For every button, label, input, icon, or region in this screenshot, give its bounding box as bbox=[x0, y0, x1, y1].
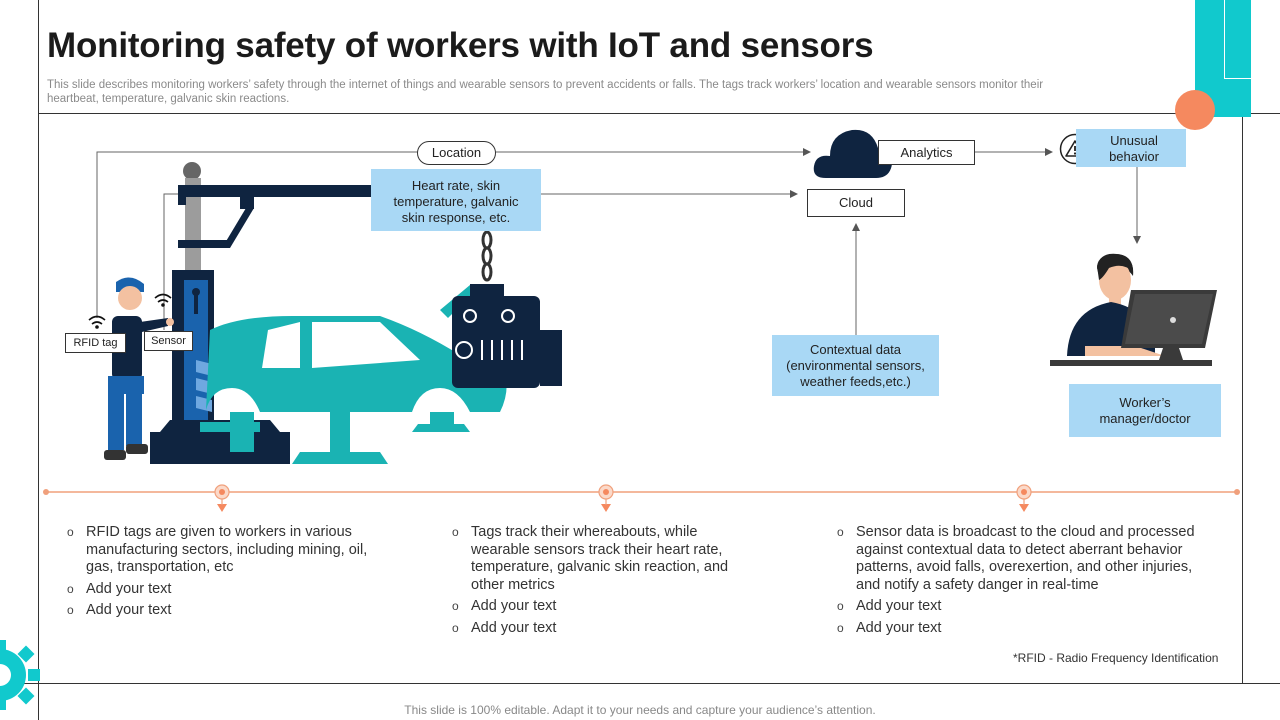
crane-graphic bbox=[178, 162, 378, 278]
rfid-tag-label: RFID tag bbox=[65, 333, 126, 353]
frame-left-line bbox=[38, 0, 39, 720]
lift-column bbox=[150, 270, 290, 464]
list-item: Add your text bbox=[452, 598, 752, 616]
cloud-icon bbox=[813, 129, 893, 178]
list-item: Add your text bbox=[67, 581, 387, 599]
worker-graphic bbox=[104, 277, 174, 460]
manager-illustration bbox=[1050, 253, 1217, 366]
list-item: Sensor data is broadcast to the cloud an… bbox=[837, 524, 1217, 594]
sensor-label: Sensor bbox=[144, 331, 193, 351]
car-graphic bbox=[200, 315, 507, 464]
header-divider bbox=[38, 113, 1280, 114]
analytics-label: Analytics bbox=[878, 140, 975, 165]
rfid-footnote: *RFID - Radio Frequency Identification bbox=[1013, 651, 1219, 665]
factory-illustration bbox=[88, 162, 562, 464]
contextual-data-box: Contextual data (environmental sensors, … bbox=[772, 335, 939, 396]
description-column-2: Tags track their whereabouts, while wear… bbox=[452, 524, 752, 641]
description-column-1: RFID tags are given to workers in variou… bbox=[67, 524, 387, 624]
location-label: Location bbox=[417, 141, 496, 165]
footer-divider bbox=[0, 683, 1280, 684]
unusual-behavior-box: Unusual behavior bbox=[1076, 129, 1186, 167]
gear-icon bbox=[0, 640, 40, 710]
list-item: Add your text bbox=[837, 620, 1217, 638]
cloud-label: Cloud bbox=[807, 189, 905, 217]
description-column-3: Sensor data is broadcast to the cloud an… bbox=[837, 524, 1217, 641]
list-item: RFID tags are given to workers in variou… bbox=[67, 524, 387, 577]
teal-accent-outline bbox=[1224, 0, 1251, 79]
page-title: Monitoring safety of workers with IoT an… bbox=[47, 26, 874, 65]
list-item: Add your text bbox=[67, 602, 387, 620]
frame-right-line bbox=[1242, 113, 1243, 683]
list-item: Add your text bbox=[837, 598, 1217, 616]
manager-box: Worker’s manager/doctor bbox=[1069, 384, 1221, 437]
vitals-data-box: Heart rate, skin temperature, galvanic s… bbox=[371, 169, 541, 231]
page-subtitle: This slide describes monitoring workers’… bbox=[47, 79, 1044, 105]
list-item: Add your text bbox=[452, 620, 752, 638]
footer-note: This slide is 100% editable. Adapt it to… bbox=[404, 703, 876, 717]
orange-accent-circle bbox=[1175, 90, 1215, 130]
engine-graphic bbox=[452, 230, 562, 388]
wifi-icon bbox=[88, 293, 172, 325]
list-item: Tags track their whereabouts, while wear… bbox=[452, 524, 752, 594]
